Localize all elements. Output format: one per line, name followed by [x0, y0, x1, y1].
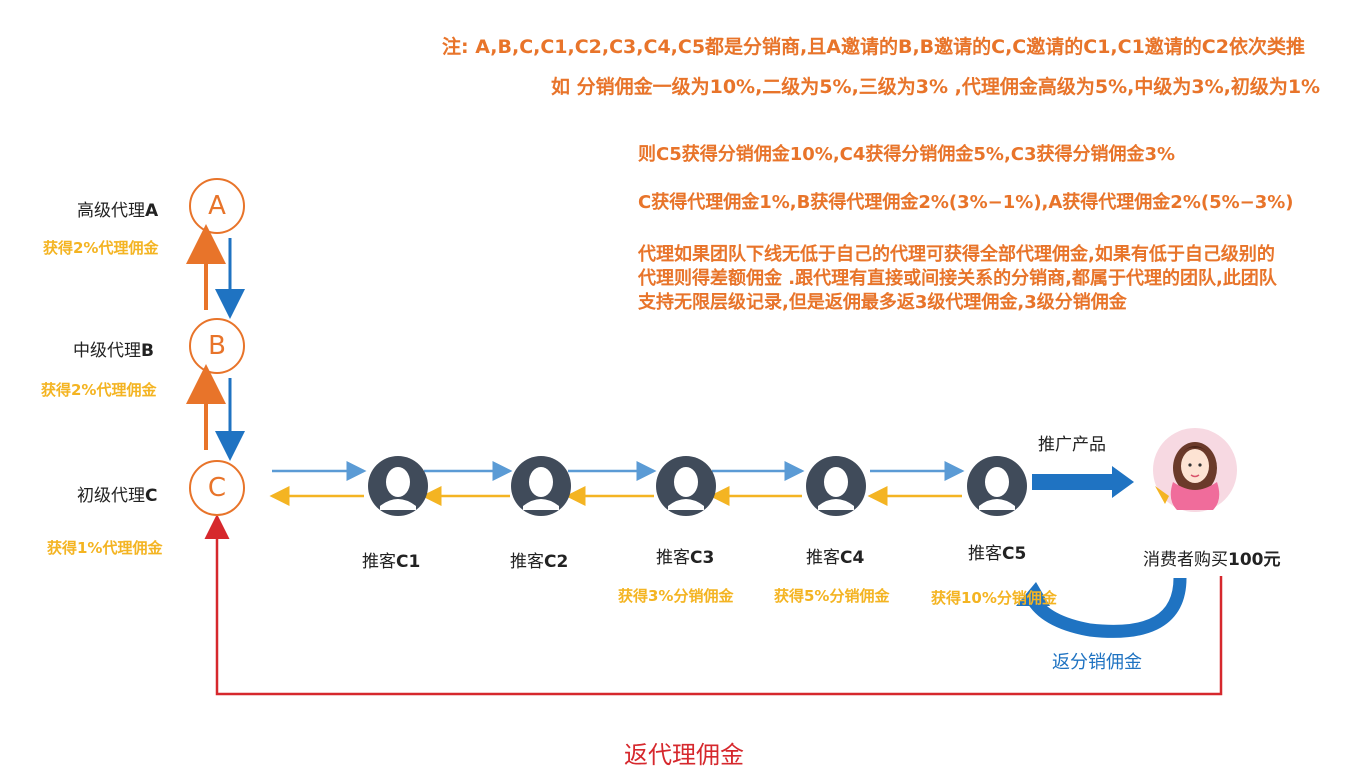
return-agent-line: [204, 514, 1223, 696]
avatars: [368, 456, 1027, 516]
promote-label: 推广产品: [1038, 435, 1106, 455]
rule-team-line-3: 支持无限层级记录,但是返佣最多返3级代理佣金,3级分销佣金: [638, 292, 1127, 313]
agent-circle-c: C: [189, 460, 245, 516]
rule-team-line-1: 代理如果团队下线无低于自己的代理可获得全部代理佣金,如果有低于自己级别的: [638, 244, 1275, 265]
return-agent-label: 返代理佣金: [624, 741, 744, 769]
agent-circle-a: A: [189, 178, 245, 234]
referrer-label-c3: 推客C3: [656, 548, 715, 568]
user-avatar-icon: [368, 456, 428, 516]
consumer-avatar-icon: [1153, 428, 1237, 512]
rule-agent: C获得代理佣金1%,B获得代理佣金2%(3%−1%),A获得代理佣金2%(5%−…: [638, 192, 1294, 213]
referrer-c4-gain: 获得5%分销佣金: [774, 587, 890, 605]
agent-b-gain: 获得2%代理佣金: [41, 381, 157, 399]
referrer-label-c1: 推客C1: [362, 552, 421, 572]
chain-arrows: [269, 461, 965, 506]
user-avatar-icon: [511, 456, 571, 516]
referrer-label-c2: 推客C2: [510, 552, 569, 572]
referrer-label-c5: 推客C5: [968, 544, 1027, 564]
return-distribution-label: 返分销佣金: [1052, 652, 1142, 673]
user-avatar-icon: [967, 456, 1027, 516]
rule-distribution: 则C5获得分销佣金10%,C4获得分销佣金5%,C3获得分销佣金3%: [638, 144, 1176, 165]
note-line-1: 注: A,B,C,C1,C2,C3,C4,C5都是分销商,且A邀请的B,B邀请的…: [442, 36, 1305, 58]
user-avatar-icon: [806, 456, 866, 516]
consumer-label: 消费者购买100元: [1143, 550, 1281, 570]
agent-circle-b: B: [189, 318, 245, 374]
agent-a-gain: 获得2%代理佣金: [43, 239, 159, 257]
referrer-c3-gain: 获得3%分销佣金: [618, 587, 734, 605]
agent-label-c: 初级代理C: [77, 486, 158, 506]
referrer-label-c4: 推客C4: [806, 548, 865, 568]
agent-c-gain: 获得1%代理佣金: [47, 539, 163, 557]
referrer-c5-gain: 获得10%分销佣金: [931, 589, 1057, 607]
note-line-2: 如 分销佣金一级为10%,二级为5%,三级为3% ,代理佣金高级为5%,中级为3…: [551, 76, 1321, 98]
rule-team-line-2: 代理则得差额佣金 .跟代理有直接或间接关系的分销商,都属于代理的团队,此团队: [638, 268, 1277, 289]
agent-label-a: 高级代理A: [77, 201, 159, 221]
promote-arrow-icon: [1032, 466, 1134, 498]
return-distribution-arrow-icon: [1016, 577, 1187, 638]
user-avatar-icon: [656, 456, 716, 516]
agent-label-b: 中级代理B: [73, 341, 154, 361]
